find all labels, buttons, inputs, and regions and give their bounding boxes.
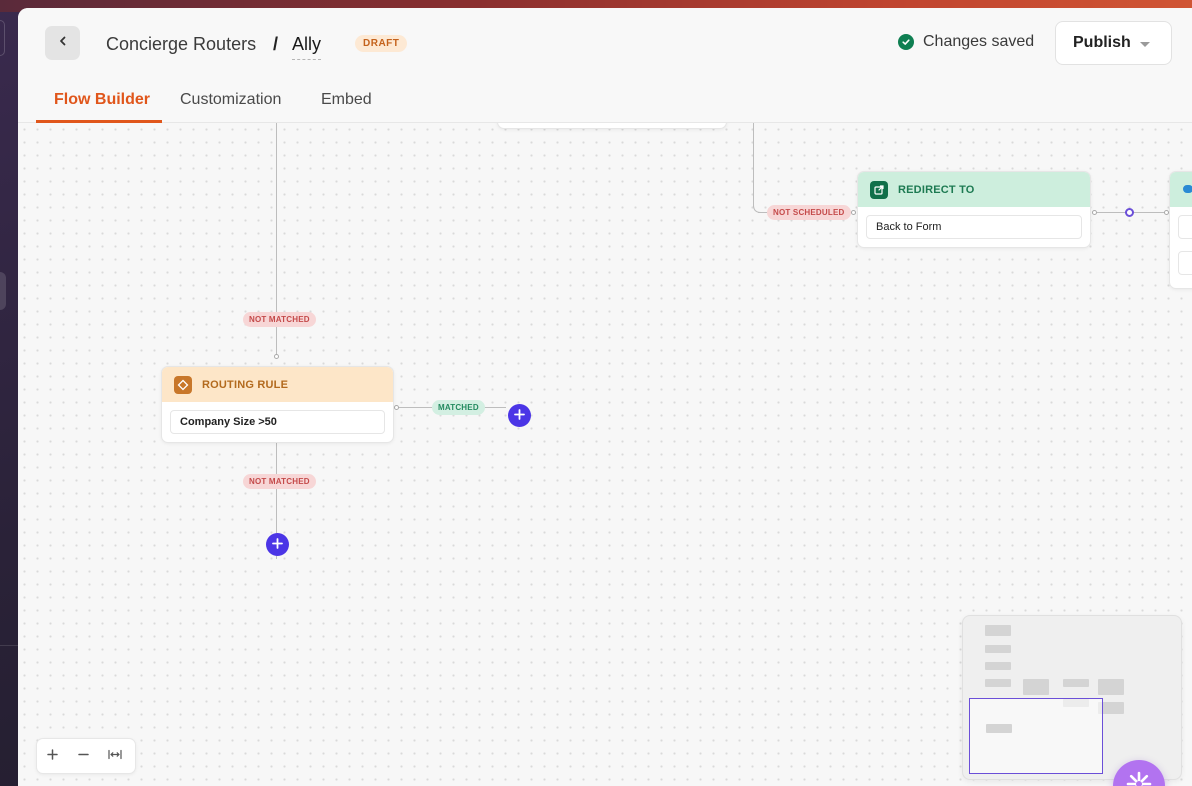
minimap-node: [1023, 679, 1049, 695]
cloud-icon: [1183, 185, 1192, 193]
tab-flow-builder[interactable]: Flow Builder: [54, 91, 150, 108]
rail-divider: [0, 645, 18, 646]
connector-top: [276, 123, 277, 356]
rail-active-item[interactable]: [0, 272, 6, 310]
zoom-controls: [36, 738, 136, 774]
redirect-target-text: Back to Form: [876, 221, 942, 233]
edge-label-not-scheduled: NOT SCHEDULED: [767, 205, 851, 220]
redirect-header: REDIRECT TO: [858, 172, 1090, 207]
minimap-node: [985, 625, 1011, 636]
minimap-node: [985, 662, 1011, 670]
selected-port-dot[interactable]: [1125, 208, 1134, 217]
status-badge: DRAFT: [355, 35, 408, 52]
active-tab-indicator: [36, 120, 162, 123]
minimap-node: [1098, 702, 1124, 714]
add-node-button[interactable]: [266, 533, 289, 556]
diamond-icon: [174, 375, 192, 394]
minimap-node: [985, 679, 1011, 687]
edge-label-matched: MATCHED: [432, 400, 485, 415]
redirect-target[interactable]: Back to Form: [866, 215, 1082, 239]
port-dot[interactable]: [394, 405, 399, 410]
fit-width-icon: [107, 747, 122, 765]
redirect-node[interactable]: REDIRECT TO Back to Form: [857, 171, 1091, 248]
chevron-left-icon: [57, 34, 69, 52]
edge-label-not-matched: NOT MATCHED: [243, 312, 316, 327]
fit-view-button[interactable]: [99, 738, 130, 774]
minimap[interactable]: [962, 615, 1182, 780]
connector-corner: [753, 205, 762, 213]
check-circle-icon: [898, 34, 914, 50]
page-header: Concierge Routers / Ally DRAFT Changes s…: [18, 8, 1192, 123]
minimap-node: [1063, 679, 1089, 687]
zoom-out-button[interactable]: [68, 738, 99, 774]
routing-rule-condition[interactable]: Company Size >50: [170, 410, 385, 434]
routing-rule-node[interactable]: ROUTING RULE Company Size >50: [161, 366, 394, 443]
plus-icon: [514, 407, 525, 425]
connector-bottom: [276, 437, 277, 559]
breadcrumb-parent[interactable]: Concierge Routers: [106, 34, 257, 54]
zoom-in-button[interactable]: [37, 738, 68, 774]
minimap-node: [1098, 679, 1124, 695]
minus-icon: [78, 747, 89, 765]
offscreen-node-top[interactable]: [497, 123, 727, 129]
caret-down-icon: [1140, 42, 1150, 47]
tab-customization[interactable]: Customization: [180, 91, 282, 108]
offscreen-node-right[interactable]: [1169, 171, 1192, 289]
port-dot[interactable]: [274, 354, 279, 359]
save-status-text: Changes saved: [923, 33, 1035, 50]
sparkle-icon: [1124, 769, 1154, 786]
minimap-node: [986, 724, 1012, 733]
port-dot[interactable]: [1164, 210, 1169, 215]
rail-handle: [0, 20, 5, 56]
breadcrumb-separator: /: [273, 34, 279, 54]
offscreen-field: [1178, 215, 1192, 239]
routing-rule-header: ROUTING RULE: [162, 367, 393, 402]
save-status: Changes saved: [898, 33, 1034, 51]
flow-canvas[interactable]: NOT MATCHED MATCHED NOT MATCHED NOT SCHE…: [18, 123, 1192, 786]
tab-embed[interactable]: Embed: [321, 91, 372, 108]
back-button[interactable]: [45, 26, 80, 60]
publish-button-label: Publish: [1073, 34, 1131, 51]
minimap-viewport[interactable]: [969, 698, 1103, 774]
edge-label-not-matched: NOT MATCHED: [243, 474, 316, 489]
breadcrumb-current[interactable]: Ally: [292, 34, 322, 60]
external-link-icon: [870, 180, 888, 199]
port-dot[interactable]: [851, 210, 856, 215]
connector-right-vertical: [753, 123, 754, 207]
offscreen-field: [1178, 251, 1192, 275]
plus-icon: [47, 747, 58, 765]
plus-icon: [272, 536, 283, 554]
app-window: Concierge Routers / Ally DRAFT Changes s…: [18, 8, 1192, 786]
routing-rule-title: ROUTING RULE: [202, 378, 289, 391]
offscreen-node-header: [1170, 172, 1192, 207]
minimap-node: [985, 645, 1011, 653]
redirect-title: REDIRECT TO: [898, 183, 975, 196]
port-dot[interactable]: [1092, 210, 1097, 215]
add-node-button[interactable]: [508, 404, 531, 427]
left-rail: [0, 0, 18, 786]
publish-button[interactable]: Publish: [1055, 21, 1172, 65]
